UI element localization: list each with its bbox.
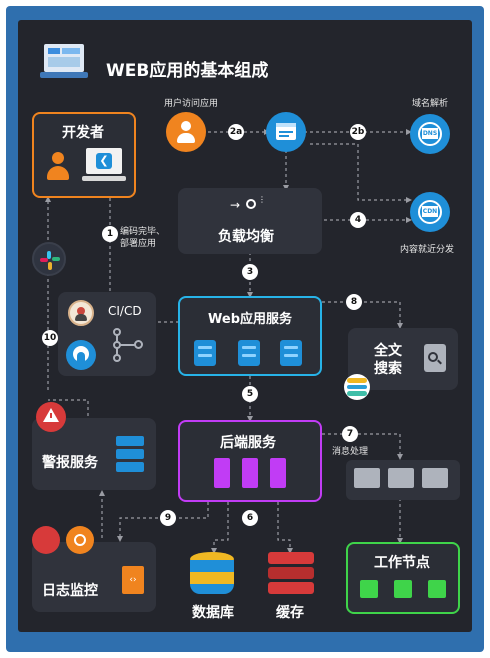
log-file-icon: ‹› bbox=[122, 566, 144, 594]
cdn-label: 内容就近分发 bbox=[400, 245, 455, 255]
cache-icon bbox=[268, 552, 314, 596]
worker-label: 工作节点 bbox=[374, 555, 430, 571]
backend-label: 后端服务 bbox=[220, 435, 276, 451]
warning-icon bbox=[36, 402, 66, 432]
message-queue-box bbox=[346, 460, 460, 500]
message-envelope-3 bbox=[422, 468, 448, 488]
arrow-browser-to-cdn bbox=[310, 143, 406, 201]
step-6: 6 bbox=[242, 510, 258, 526]
load-balancer-label: 负载均衡 bbox=[218, 229, 274, 245]
cdn-icon: CDN bbox=[410, 192, 450, 232]
search-box: 全文 搜索 bbox=[348, 328, 458, 390]
server-icon-1 bbox=[194, 340, 216, 366]
user-access-label: 用户访问应用 bbox=[164, 99, 219, 109]
arrow-backend-to-db bbox=[213, 502, 229, 548]
page-title: WEB应用的基本组成 bbox=[106, 61, 269, 81]
server-icon-2 bbox=[238, 340, 260, 366]
arrow-backend-to-cache bbox=[277, 502, 291, 548]
message-label: 消息处理 bbox=[332, 447, 369, 457]
step-5: 5 bbox=[242, 386, 258, 402]
browser-icon bbox=[266, 112, 306, 152]
cache-label: 缓存 bbox=[276, 605, 304, 621]
jenkins-icon bbox=[68, 300, 94, 326]
search-label-line1: 全文 bbox=[374, 343, 402, 359]
alert-label: 警报服务 bbox=[42, 455, 98, 471]
arrow-alert-loop bbox=[48, 399, 89, 416]
log-box: 日志监控 ‹› bbox=[32, 542, 156, 612]
message-envelope-2 bbox=[388, 468, 414, 488]
backend-server-3 bbox=[270, 458, 286, 488]
chip-icon-1 bbox=[360, 580, 378, 598]
cdn-icon-text: CDN bbox=[422, 206, 438, 217]
coding-label-line2: 部署应用 bbox=[120, 239, 157, 249]
step-10: 10 bbox=[42, 330, 58, 346]
step-3: 3 bbox=[242, 264, 258, 280]
developer-label: 开发者 bbox=[62, 125, 104, 141]
rss-icon bbox=[32, 526, 60, 554]
message-envelope-1 bbox=[354, 468, 380, 488]
developer-box: 开发者 ❮ bbox=[32, 112, 136, 198]
grafana-icon bbox=[66, 526, 94, 554]
load-balancer-icon: → ⋮ bbox=[230, 195, 266, 212]
step-7: 7 bbox=[342, 426, 358, 442]
worker-box: 工作节点 bbox=[346, 542, 460, 614]
search-doc-icon bbox=[424, 344, 446, 372]
server-icon-3 bbox=[280, 340, 302, 366]
github-icon bbox=[66, 340, 96, 370]
developer-person-icon bbox=[46, 152, 70, 182]
vscode-laptop-icon: ❮ bbox=[82, 148, 126, 184]
elastic-icon bbox=[344, 374, 370, 400]
step-2a: 2a bbox=[228, 124, 244, 140]
database-icon bbox=[190, 552, 234, 598]
load-balancer-box: → ⋮ 负载均衡 bbox=[178, 188, 322, 254]
web-service-box: Web应用服务 bbox=[178, 296, 322, 376]
step-9: 9 bbox=[160, 510, 176, 526]
server-rack-icon bbox=[116, 436, 144, 472]
log-label: 日志监控 bbox=[42, 583, 98, 599]
chip-icon-2 bbox=[394, 580, 412, 598]
step-8: 8 bbox=[346, 294, 362, 310]
backend-server-2 bbox=[242, 458, 258, 488]
backend-box: 后端服务 bbox=[178, 420, 322, 502]
web-service-label: Web应用服务 bbox=[208, 312, 292, 327]
cicd-label: CI/CD bbox=[108, 304, 142, 318]
title-icon bbox=[40, 42, 90, 82]
slack-icon[interactable] bbox=[32, 242, 66, 276]
search-label-line2: 搜索 bbox=[374, 361, 402, 377]
backend-server-1 bbox=[214, 458, 230, 488]
dns-icon-text: DNS bbox=[422, 128, 438, 139]
diagram-panel: WEB应用的基本组成 开发者 ❮ 用户访问应用 2a 2b 域名解析 bbox=[18, 20, 472, 632]
user-icon bbox=[166, 112, 206, 152]
dns-icon: DNS bbox=[410, 114, 450, 154]
step-2b: 2b bbox=[350, 124, 366, 140]
pipeline-icon bbox=[113, 326, 146, 362]
database-label: 数据库 bbox=[192, 605, 234, 621]
coding-label-line1: 编码完毕、 bbox=[120, 227, 166, 237]
step-1: 1 bbox=[102, 226, 118, 242]
step-4: 4 bbox=[350, 212, 366, 228]
chip-icon-3 bbox=[428, 580, 446, 598]
dns-label: 域名解析 bbox=[412, 99, 449, 109]
